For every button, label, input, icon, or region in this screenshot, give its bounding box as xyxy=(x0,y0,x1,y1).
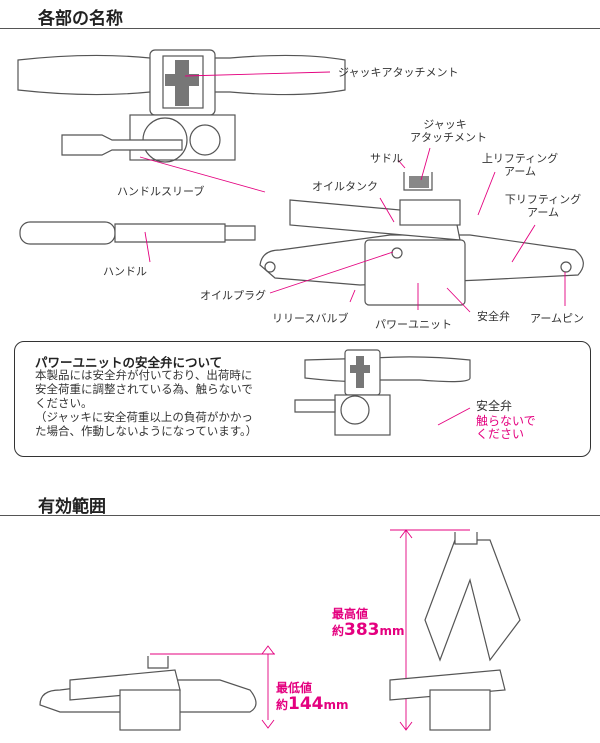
divider xyxy=(0,515,600,516)
label-oil-plug: オイルプラグ xyxy=(200,289,266,302)
label-release-valve: リリースバルブ xyxy=(272,312,349,325)
notice-warning: 触らないでください xyxy=(476,414,536,441)
jack-lowest-drawing xyxy=(39,656,257,731)
notice-body: 本製品には安全弁が付いており、出荷時に 安全荷重に調整されている為、触らないで … xyxy=(35,368,258,438)
label-oil-tank: オイルタンク xyxy=(312,180,378,193)
notice-valve-label: 安全弁 xyxy=(476,399,513,413)
min-height-label: 最低値約144mm xyxy=(276,681,349,714)
label-power-unit: パワーユニット xyxy=(375,318,452,331)
label-jack-attachment-top: ジャッキアタッチメント xyxy=(338,66,459,79)
label-arm-pin: アームピン xyxy=(530,312,585,325)
notice-title: パワーユニットの安全弁について xyxy=(35,355,223,370)
label-lower-arm: 下リフティングアーム xyxy=(504,193,582,219)
section-title-parts: 各部の名称 xyxy=(38,9,123,29)
label-handle-sleeve: ハンドルスリーブ xyxy=(117,185,205,198)
label-upper-arm: 上リフティングアーム xyxy=(481,152,559,178)
jack-top-view xyxy=(17,49,346,163)
section-title-range: 有効範囲 xyxy=(38,497,106,517)
max-height-label: 最高値約383mm xyxy=(332,607,405,640)
jack-side-view xyxy=(259,172,584,306)
safety-valve-notice: パワーユニットの安全弁について 本製品には安全弁が付いており、出荷時に 安全荷重… xyxy=(14,341,591,457)
label-handle: ハンドル xyxy=(103,265,147,278)
divider xyxy=(0,28,600,29)
label-saddle: サドル xyxy=(370,152,403,165)
jack-highest-drawing xyxy=(389,532,521,731)
label-jack-attachment: ジャッキアタッチメント xyxy=(410,118,487,144)
notice-jack-drawing xyxy=(294,349,471,436)
label-safety-valve: 安全弁 xyxy=(477,310,510,323)
handle-drawing xyxy=(19,221,256,245)
